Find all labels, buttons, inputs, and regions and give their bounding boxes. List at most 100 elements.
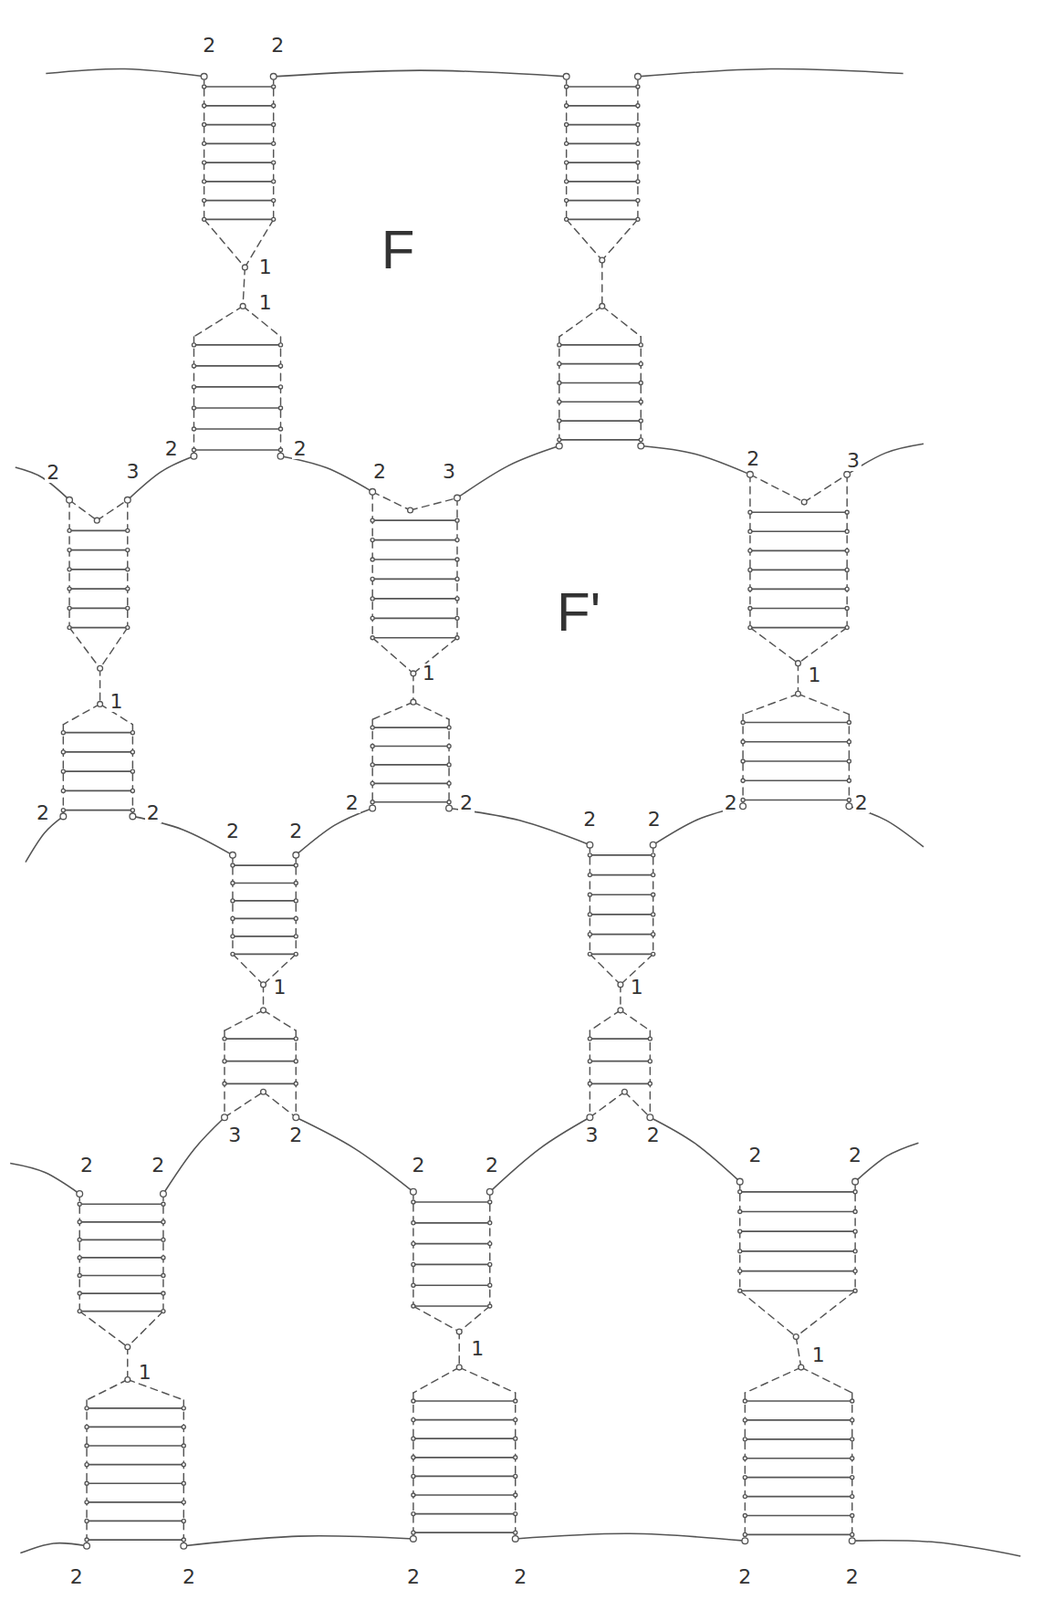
gadget-edge (795, 1290, 856, 1337)
vertex-dot (617, 1007, 624, 1013)
vertex-dot (557, 380, 562, 385)
ladder-rail (223, 1030, 225, 1118)
vertex-dot (455, 518, 460, 522)
vertex-dot (61, 808, 65, 813)
vertex-dot (563, 73, 570, 80)
ladder-rung (742, 741, 849, 743)
graph-wire (637, 68, 904, 76)
vertex-dot (649, 841, 657, 848)
ladder-rung (372, 539, 458, 542)
vertex-dot (181, 1424, 186, 1429)
vertex-dot (638, 399, 643, 404)
graph-wire (649, 1117, 740, 1181)
ladder-rung (589, 952, 653, 955)
vertex-dot (230, 880, 235, 885)
gadget-edge (263, 1010, 297, 1031)
vertex-dot (271, 179, 276, 184)
vertex-dot (795, 660, 802, 667)
ladder-rail (649, 1030, 651, 1118)
ladder-rung (559, 400, 641, 403)
vertex-dot (513, 1473, 518, 1478)
vertex-dot (798, 1364, 804, 1370)
vertex-dot (748, 605, 752, 610)
ladder-rung (589, 893, 653, 896)
vertex-dot (738, 1269, 742, 1274)
vertex-dot (130, 769, 135, 773)
ladder-rung (559, 419, 641, 422)
gadget-edge (803, 474, 847, 502)
vertex-dot (292, 852, 300, 859)
vertex-dot (411, 1200, 416, 1204)
vertex-number: 3 (124, 461, 141, 482)
ladder-rung (79, 1274, 164, 1277)
graph-wire (20, 1543, 87, 1554)
ladder-rung (204, 219, 274, 221)
ladder-rung (193, 407, 281, 409)
vertex-dot (230, 951, 235, 956)
vertex-dot (853, 1209, 857, 1213)
ladder-rung (86, 1520, 184, 1523)
gadget-edge (750, 474, 804, 502)
vertex-dot (446, 804, 453, 812)
vertex-dot (411, 1436, 416, 1441)
vertex-dot (513, 1492, 518, 1497)
vertex-dot (67, 605, 72, 610)
vertex-dot (229, 852, 237, 859)
ladder-rung (413, 1456, 516, 1459)
vertex-dot (410, 1188, 418, 1195)
vertex-dot (130, 788, 135, 793)
vertex-dot (488, 1304, 492, 1308)
ladder-rung (62, 770, 133, 773)
vertex-dot (637, 442, 645, 449)
ladder-rung (372, 636, 458, 639)
vertex-dot (557, 362, 562, 366)
vertex-dot (555, 442, 563, 449)
vertex-dot (636, 160, 640, 165)
gadget-edge (410, 498, 458, 511)
vertex-dot (125, 626, 130, 630)
vertex-dot (564, 104, 569, 108)
vertex-dot (410, 699, 417, 705)
graph-wire (10, 1163, 80, 1195)
vertex-number: 2 (68, 1566, 85, 1587)
gadget-edge (224, 1010, 263, 1031)
vertex-number: 2 (287, 1125, 304, 1146)
gadget-edge (413, 1305, 460, 1332)
vertex-dot (511, 1535, 519, 1543)
vertex-dot (222, 1036, 227, 1041)
vertex-dot (230, 863, 235, 867)
vertex-dot (261, 1088, 267, 1095)
ladder-rail (231, 855, 233, 954)
ladder-rail (295, 1030, 297, 1118)
vertex-number: 1 (107, 691, 125, 712)
vertex-dot (636, 217, 640, 221)
ladder-rail (636, 76, 638, 220)
vertex-dot (293, 898, 298, 903)
ladder-rung (750, 550, 847, 553)
face-label: F (379, 222, 418, 278)
ladder-rung (204, 161, 274, 164)
vertex-dot (410, 670, 417, 677)
gadget-edge (412, 673, 414, 702)
graph-wire (295, 1117, 414, 1192)
gadget-edge (79, 1311, 128, 1347)
vertex-dot (447, 744, 451, 749)
vertex-dot (161, 1291, 166, 1295)
vertex-dot (742, 1513, 747, 1518)
ladder-rung (204, 142, 274, 145)
vertex-dot (67, 548, 72, 553)
vertex-number: 2 (287, 821, 304, 842)
vertex-number: 2 (200, 35, 218, 56)
ladder-rung (86, 1482, 184, 1484)
gadget-edge (620, 1010, 650, 1031)
ladder-rung (750, 569, 847, 572)
ladder-rung (193, 448, 281, 451)
vertex-dot (587, 1036, 592, 1041)
vertex-dot (125, 586, 130, 591)
graph-wire (295, 807, 373, 855)
gadget-edge (62, 703, 100, 724)
graph-wire (183, 1535, 414, 1546)
gadget-edge (372, 701, 414, 720)
